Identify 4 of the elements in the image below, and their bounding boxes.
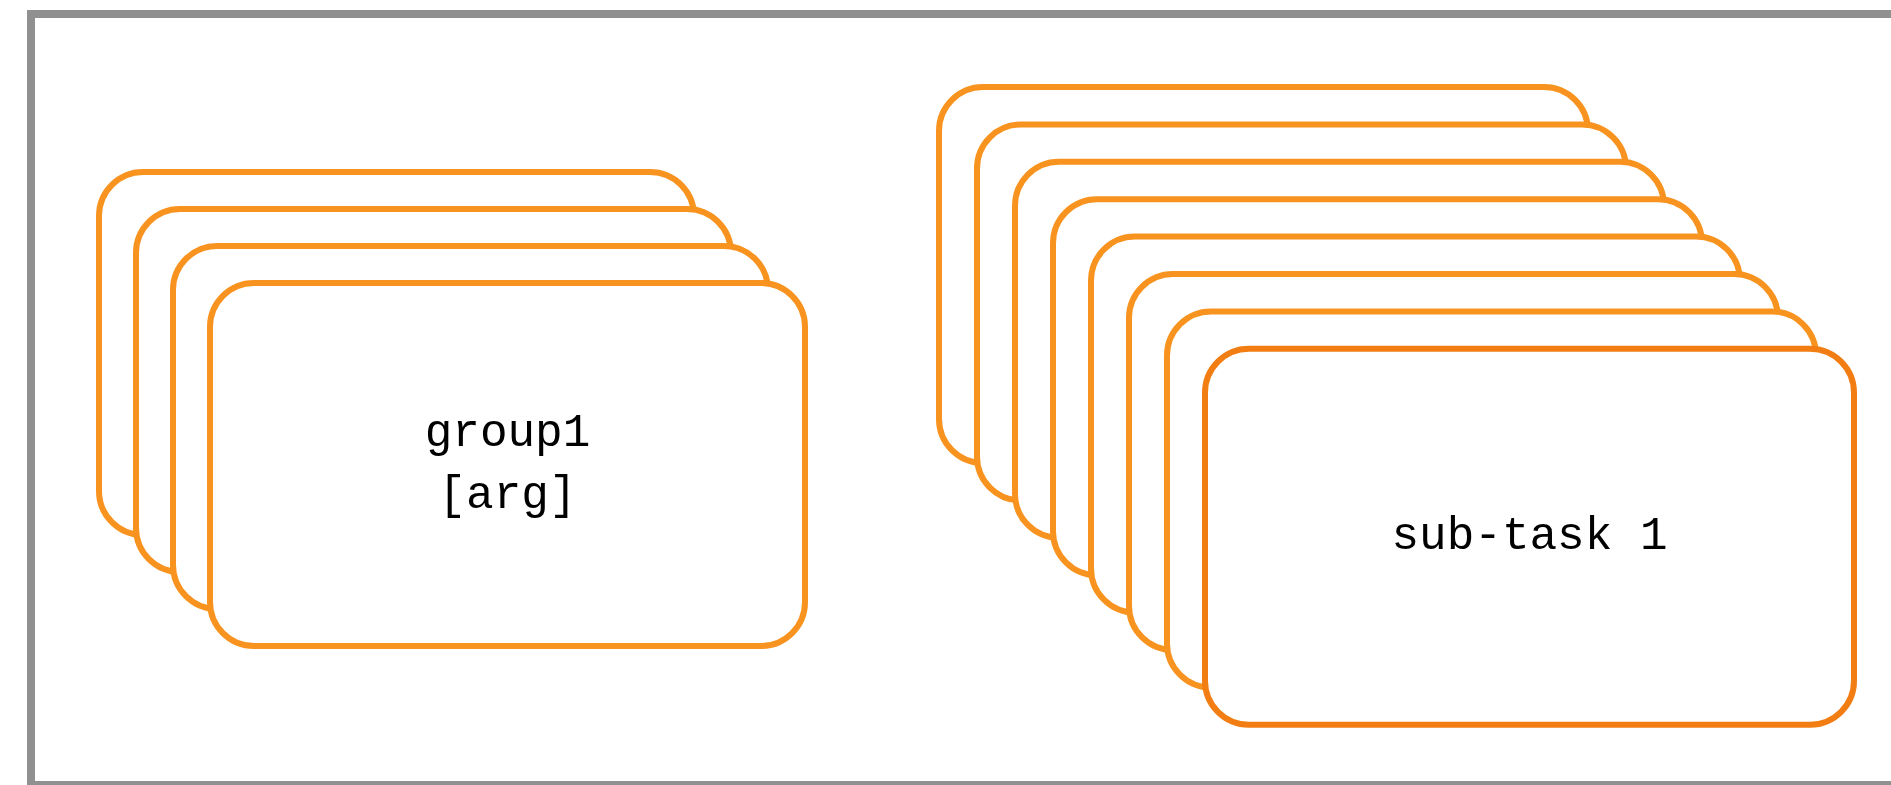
card-title: sub-task 1 bbox=[1390, 509, 1669, 565]
card-title: group1 [arg] bbox=[423, 406, 592, 524]
card-stack bbox=[936, 84, 1857, 728]
card-stack bbox=[96, 169, 808, 649]
